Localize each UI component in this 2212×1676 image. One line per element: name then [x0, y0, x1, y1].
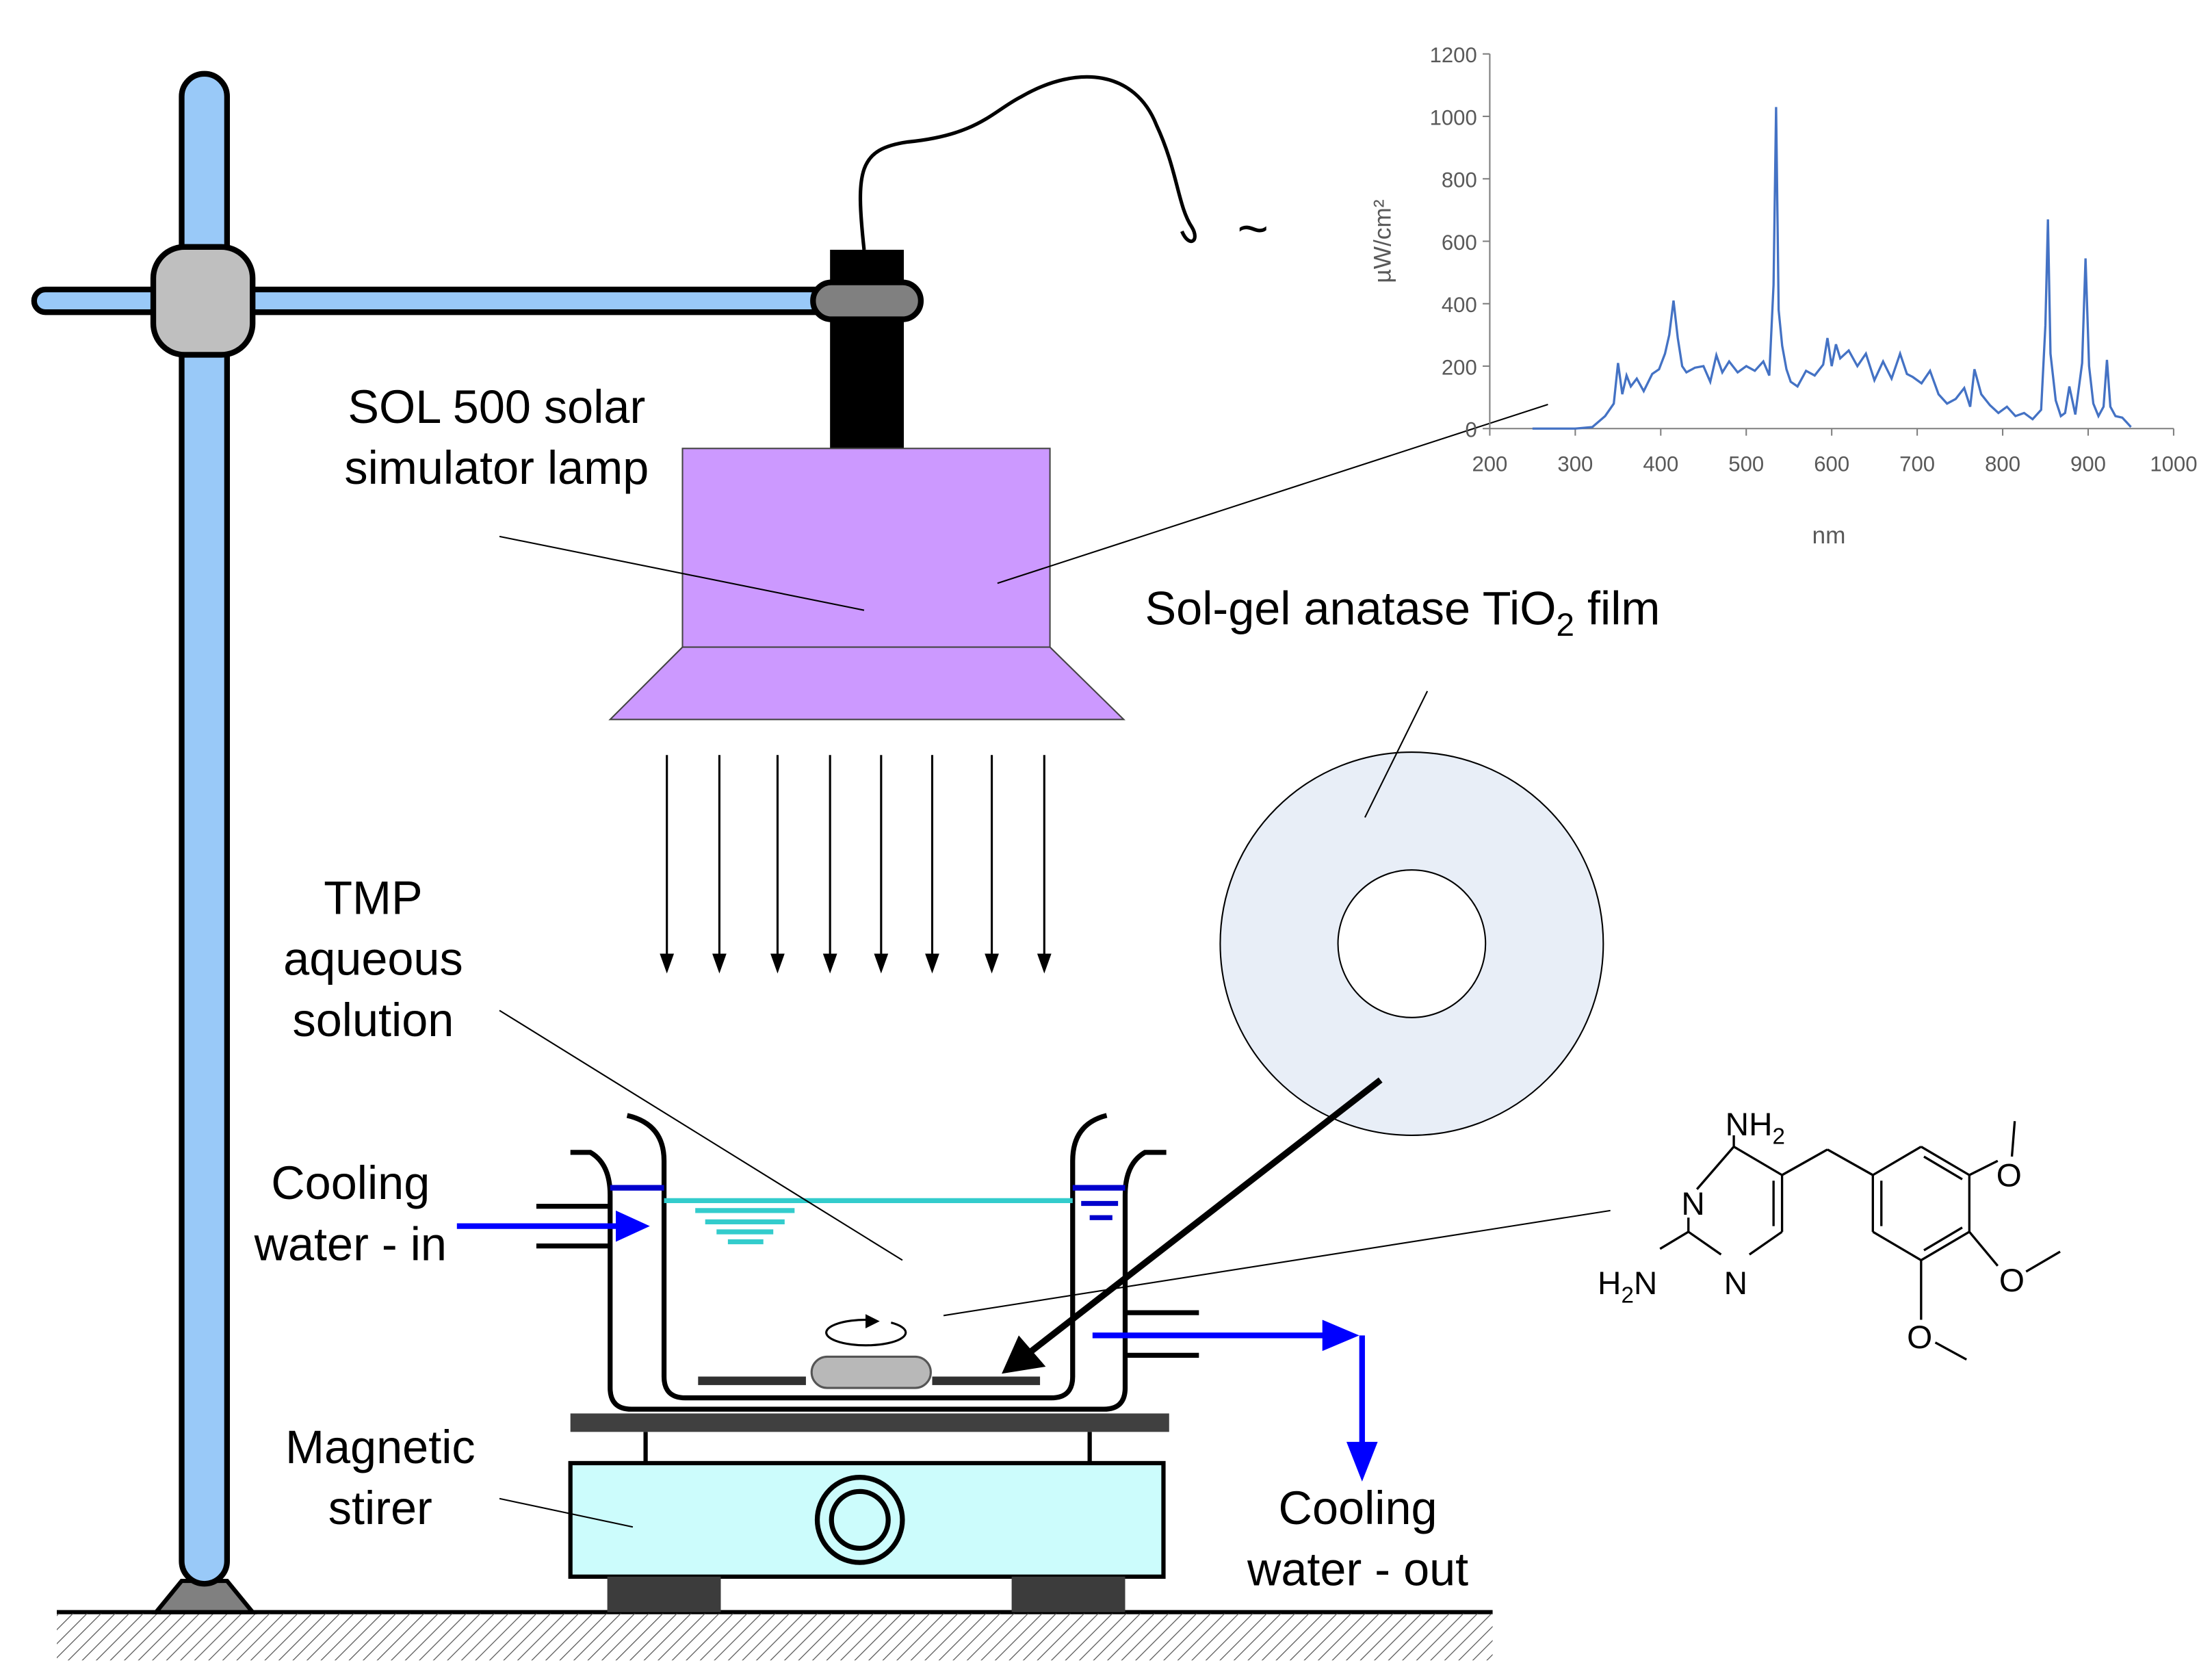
chart-y-tick-label: 1000 — [1430, 105, 1477, 129]
tio2-film-disc — [1219, 751, 1604, 1136]
lamp-reflector — [608, 646, 1125, 721]
spectrum-series-line — [1532, 107, 2132, 430]
chart-x-tick-label: 700 — [1899, 452, 1935, 476]
tmp-label-line3: solution — [293, 994, 454, 1046]
reactor-outer-wall — [570, 1150, 1167, 1412]
chart-y-tick-label: 200 — [1442, 355, 1477, 379]
ground — [57, 1610, 1493, 1661]
reactor-inner-wall — [626, 1113, 1108, 1401]
chart-x-tick-label: 200 — [1472, 452, 1507, 476]
power-cable — [858, 75, 1197, 250]
chart-x-tick-label: 400 — [1643, 452, 1678, 476]
film-label: Sol-gel anatase TiO2 film — [1145, 582, 1661, 643]
light-ray-arrowhead — [874, 953, 889, 974]
light-ray-arrowhead — [1037, 953, 1052, 974]
film-right-section — [932, 1376, 1041, 1385]
lab-stand — [31, 70, 889, 1614]
reactor-contents — [698, 1314, 1041, 1389]
stand-base — [151, 1578, 257, 1614]
svg-text:H2N: H2N — [1598, 1265, 1657, 1308]
tmp-label-line1: TMP — [324, 871, 422, 924]
chart-x-tick-label: 600 — [1814, 452, 1849, 476]
solar-simulator-lamp — [608, 249, 1125, 721]
cooling-in-label-line1: Cooling — [271, 1157, 430, 1209]
film-left-section — [698, 1376, 806, 1385]
chart-y-tick-label: 1200 — [1430, 43, 1477, 67]
stirrer-knob-outer — [814, 1475, 905, 1565]
stirrer-label-line2: stirer — [328, 1482, 432, 1534]
light-ray-arrowhead — [660, 953, 675, 974]
stirrer-label-line1: Magnetic — [285, 1421, 476, 1473]
cooling-in-label-line2: water - in — [254, 1217, 447, 1270]
lamp-clamp — [810, 279, 924, 322]
chart-y-tick-label: 600 — [1442, 231, 1477, 255]
water-levels — [610, 1185, 1125, 1245]
diagram-labels: SOL 500 solar simulator lamp Sol-gel ana… — [254, 381, 1661, 1595]
light-ray-arrowhead — [770, 953, 785, 974]
tmp-label-line2: aqueous — [283, 933, 463, 985]
chart-x-tick-label: 500 — [1728, 452, 1764, 476]
light-ray-arrowhead — [925, 953, 939, 974]
svg-text:N: N — [1724, 1265, 1747, 1302]
svg-text:NH2: NH2 — [1726, 1107, 1785, 1149]
svg-text:O: O — [1999, 1263, 2025, 1299]
lamp-housing — [681, 448, 1051, 648]
stand-rod — [179, 70, 231, 1587]
light-ray-arrowhead — [712, 953, 727, 974]
light-ray-arrowhead — [985, 953, 999, 974]
chart-x-tick-label: 300 — [1557, 452, 1593, 476]
light-rays — [660, 755, 1052, 974]
chart-x-tick-label: 900 — [2070, 452, 2106, 476]
leader-lines — [499, 404, 1611, 1528]
chart-x-tick-label: 1000 — [2150, 452, 2197, 476]
stirrer-knob-inner — [829, 1488, 891, 1551]
chart-y-axis-title: µW/cm² — [1369, 199, 1396, 283]
chart-x-axis-title: nm — [1812, 522, 1846, 549]
cooling-out-label-line2: water - out — [1247, 1543, 1468, 1595]
film-pointer-arrow — [1002, 1077, 1383, 1374]
stirrer-body — [568, 1460, 1166, 1579]
chart-axes — [1489, 53, 2174, 430]
lamp-label-line2: simulator lamp — [344, 441, 649, 494]
cooling-out-label-line1: Cooling — [1279, 1482, 1437, 1534]
chart-y-tick-label: 0 — [1465, 418, 1476, 442]
tmp-molecule-structure: NH2 N N H2N O O O — [1598, 1107, 2061, 1361]
stirrer-foot-left — [607, 1576, 721, 1612]
svg-text:O: O — [1907, 1319, 1932, 1356]
chart-x-ticks: 200 300 400 500 600 700 800 900 1000 — [1472, 428, 2198, 476]
light-ray-arrowhead — [822, 953, 837, 974]
ac-symbol: ~ — [1237, 198, 1268, 259]
chart-y-tick-label: 800 — [1442, 168, 1477, 192]
magnetic-stirrer — [568, 1413, 1169, 1612]
rotation-indicator — [825, 1318, 907, 1347]
jacketed-reactor — [536, 1113, 1199, 1412]
chart-y-tick-label: 400 — [1442, 293, 1477, 317]
chart-x-tick-label: 800 — [1985, 452, 2020, 476]
svg-text:O: O — [1996, 1158, 2022, 1194]
lamp-spectrum-chart: 0 200 400 600 800 1000 1200 200 300 400 500 600 700… — [1369, 43, 2197, 549]
stir-bar — [810, 1355, 932, 1389]
hotplate-top — [570, 1413, 1169, 1432]
svg-text:N: N — [1681, 1186, 1704, 1222]
stirrer-foot-right — [1011, 1576, 1125, 1612]
lamp-label-line1: SOL 500 solar — [348, 381, 645, 433]
cooling-arrows — [456, 1210, 1378, 1482]
stand-boss-clamp — [150, 244, 256, 358]
chart-y-ticks: 0 200 400 600 800 1000 1200 — [1430, 43, 1490, 442]
